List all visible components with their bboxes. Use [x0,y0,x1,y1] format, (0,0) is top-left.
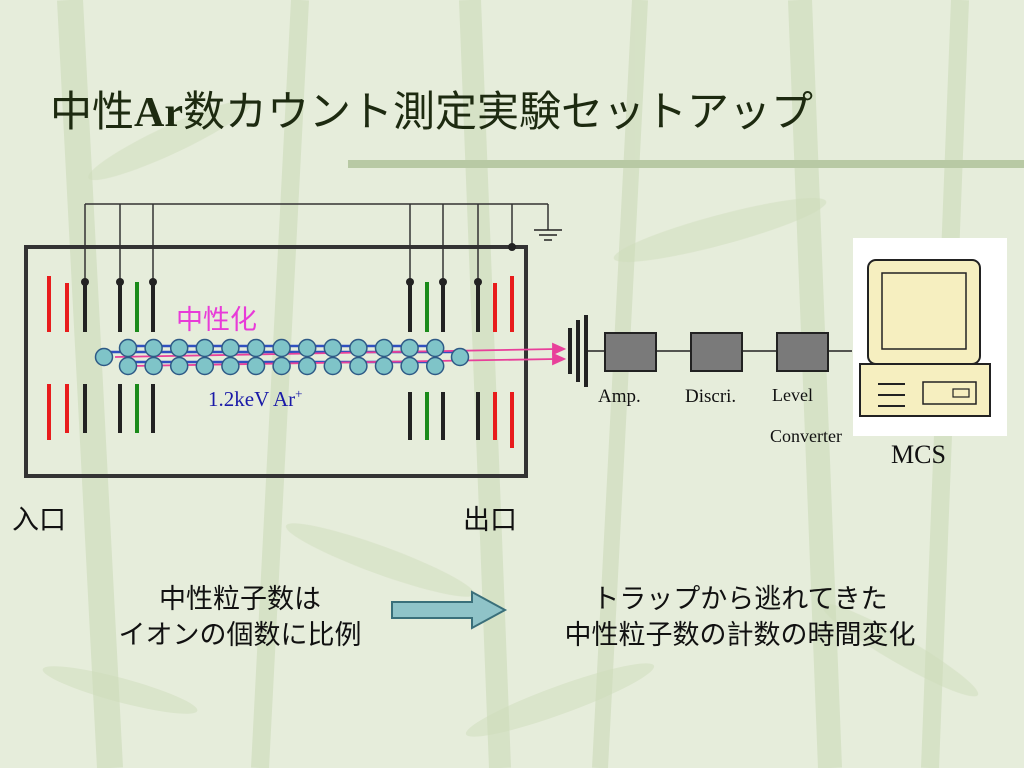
trap-enclosure [24,245,528,478]
mcs-label: MCS [891,440,946,469]
note-left: 中性粒子数は イオンの個数に比例 [40,582,440,654]
neutralization-label: 中性化 [176,305,257,336]
note-right: トラップから逃れてきた 中性粒子数の計数の時間変化 [505,582,975,654]
ion [195,338,215,358]
ion [400,356,419,376]
note-left-line1: 中性粒子数は [159,584,321,615]
entrance-label: 入口 [12,505,66,536]
electrode-wiring [84,203,549,282]
ion [221,356,240,376]
ion [297,356,317,376]
ion [374,338,394,358]
level-label: Level [772,385,813,405]
ion [94,347,114,367]
note-right-line1: トラップから逃れてきた [592,584,888,615]
ion [144,356,163,376]
ion [272,338,291,358]
ion [349,356,368,376]
ion [272,356,291,376]
ion [195,356,215,376]
slide-title: 中性Ar数カウント測定実験セットアップ [50,87,814,136]
ion [450,347,470,367]
ion [400,338,419,358]
ion [374,356,394,376]
amp-label: Amp. [598,386,641,407]
ion [221,338,240,358]
discriminator-label: Discri. [685,386,737,407]
level-converter-module [776,332,829,372]
converter-label: Converter [770,426,842,446]
exit-electrodes [408,276,514,448]
ion [118,338,138,358]
amp-module [604,332,657,372]
ion [425,356,445,376]
signal-modules [604,332,829,372]
note-left-line2: イオンの個数に比例 [118,620,362,651]
ion [118,356,138,376]
wire-junctions [81,243,516,286]
ion [246,356,266,376]
title-underline [348,160,1024,168]
ion [297,338,317,358]
ion-beam-label: 1.2keV Ar+ [208,386,303,411]
ion [323,338,343,358]
ion-charge: + [295,386,303,401]
exit-label: 出口 [463,505,517,536]
flow-arrow [391,590,508,630]
note-right-line2: 中性粒子数の計数の時間変化 [564,620,916,651]
computer-icon [859,259,991,417]
ground-icon [534,229,562,241]
ion [169,338,189,358]
ion [323,356,343,376]
ion [425,338,445,358]
ion [246,338,266,358]
ion [144,338,163,358]
ion [169,356,189,376]
ion [349,338,368,358]
entrance-electrodes [47,276,155,440]
ions [94,338,470,376]
discriminator-module [690,332,743,372]
